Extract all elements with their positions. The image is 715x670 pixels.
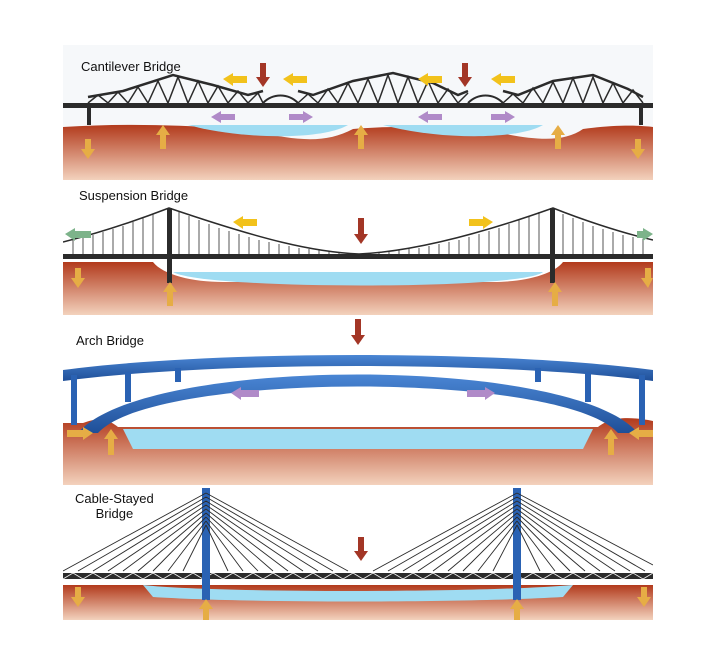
left-arrow-icon <box>223 73 247 86</box>
right-arrow-icon <box>289 111 313 123</box>
arch-column <box>175 368 181 382</box>
cantilever-deck <box>63 103 653 108</box>
right-arrow-icon <box>283 73 307 86</box>
down-arrow-icon <box>354 537 368 561</box>
down-arrow-icon <box>641 268 653 288</box>
cable-stayed-panel: Cable-Stayed Bridge <box>63 485 653 620</box>
down-arrow-icon <box>256 63 270 87</box>
right-arrow-icon <box>467 387 495 400</box>
left-arrow-icon <box>418 111 442 123</box>
up-arrow-icon <box>551 125 565 149</box>
up-arrow-icon <box>510 599 524 620</box>
cantilever-pier <box>639 103 643 125</box>
suspension-tower <box>550 208 555 283</box>
left-arrow-icon <box>418 73 442 86</box>
arch-diagram <box>63 315 653 485</box>
suspension-label: Suspension Bridge <box>79 188 189 203</box>
right-arrow-icon <box>491 111 515 123</box>
cantilever-diagram <box>63 45 653 180</box>
down-arrow-icon <box>637 587 651 607</box>
cable-stayed-cables <box>63 492 653 572</box>
arch-deck <box>63 355 653 381</box>
cable-stayed-tower <box>202 488 210 600</box>
left-arrow-icon <box>629 427 653 440</box>
arch-column <box>639 375 645 425</box>
cable-stayed-label-line1: Cable-Stayed <box>75 491 154 506</box>
up-arrow-icon <box>548 282 562 306</box>
down-arrow-icon <box>354 218 368 244</box>
down-arrow-icon <box>351 319 365 345</box>
arch-column <box>585 372 591 402</box>
up-arrow-icon <box>199 599 213 620</box>
cable-stayed-label-line2: Bridge <box>95 506 134 521</box>
right-arrow-icon <box>637 228 653 241</box>
cantilever-suspended-span <box>262 94 504 104</box>
suspension-diagram <box>63 180 653 315</box>
suspension-main-cable <box>63 207 653 255</box>
cantilever-panel: Cantilever Bridge <box>63 45 653 180</box>
suspension-water <box>173 272 543 286</box>
suspension-hangers <box>72 212 644 254</box>
up-arrow-icon <box>604 429 618 455</box>
cantilever-label: Cantilever Bridge <box>81 59 181 74</box>
arch-earth <box>63 418 653 485</box>
down-arrow-icon <box>631 139 645 159</box>
cantilever-truss-web <box>87 72 644 106</box>
up-arrow-icon <box>156 125 170 149</box>
left-arrow-icon <box>65 228 91 241</box>
suspension-panel: Suspension Bridge <box>63 180 653 315</box>
suspension-tower <box>167 208 172 283</box>
suspension-earth <box>63 262 653 315</box>
cable-stayed-tower <box>513 488 521 600</box>
left-arrow-icon <box>231 387 259 400</box>
arch-column <box>71 375 77 425</box>
cantilever-earth <box>63 124 653 180</box>
suspension-deck <box>63 254 653 259</box>
arch-label: Arch Bridge <box>76 333 144 348</box>
left-arrow-icon <box>233 216 257 229</box>
down-arrow-icon <box>71 268 85 288</box>
arch-column <box>125 372 131 402</box>
right-arrow-icon <box>491 73 515 86</box>
cable-stayed-label: Cable-Stayed Bridge <box>75 491 154 521</box>
down-arrow-icon <box>71 587 85 607</box>
arch-water <box>123 429 593 449</box>
cable-stayed-diagram <box>63 485 653 620</box>
cantilever-water-left-b <box>188 125 348 137</box>
cantilever-pier <box>87 103 91 125</box>
right-arrow-icon <box>67 427 93 440</box>
down-arrow-icon <box>458 63 472 87</box>
down-arrow-icon <box>81 139 95 159</box>
up-arrow-icon <box>163 282 177 306</box>
cantilever-water-right <box>383 125 543 137</box>
up-arrow-icon <box>104 429 118 455</box>
left-arrow-icon <box>211 111 235 123</box>
arch-column <box>535 368 541 382</box>
arch-rib <box>78 374 638 433</box>
cable-stayed-water <box>143 585 573 602</box>
cable-stayed-deck-truss <box>63 572 653 580</box>
arch-panel: Arch Bridge <box>63 315 653 485</box>
right-arrow-icon <box>469 216 493 229</box>
up-arrow-icon <box>354 125 368 149</box>
